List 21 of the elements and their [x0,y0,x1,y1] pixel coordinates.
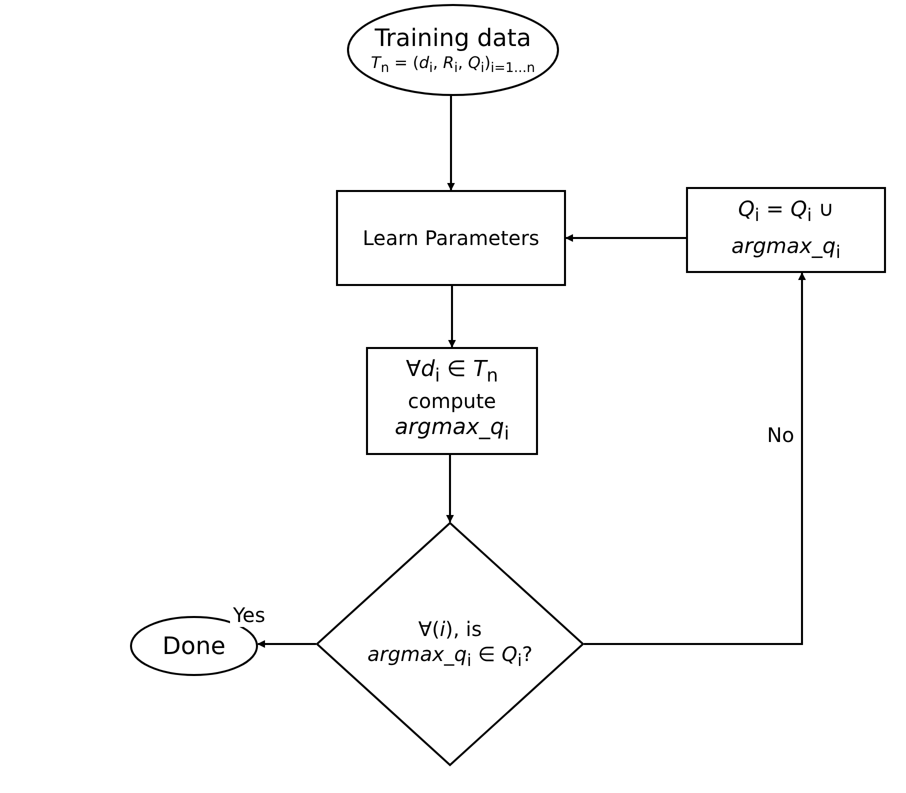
process-box [686,187,886,273]
process-box [336,190,566,286]
arrow [446,455,454,523]
arrow [257,640,316,648]
arrow [448,286,456,348]
node-heading: Training data [374,22,532,53]
node-text: T$_{n}$ = (d$_{i}$, R$_{i}$, Q$_{i}$)$_{i=1...n}$ [370,52,536,78]
node-text: Q$_{i}$ = Q$_{i}$ ∪ argmax_q$_{i}$ [730,196,842,266]
node-text: argmax_q$_{i}$ [394,414,510,446]
node-text: Done [162,631,226,661]
process-box [366,347,538,455]
node-text: Learn Parameters [362,226,540,250]
node-text: compute [408,388,496,414]
arrow [447,96,455,191]
node-heading: ∀(i), is [418,616,482,642]
start-ellipse [347,4,559,96]
arrow [584,272,806,645]
node-heading: ∀d$_{i}$ ∈ T$_{n}$ [406,356,498,388]
arrow [565,234,686,242]
decision-diamond [316,522,584,766]
node-text: argmax_q$_{i}$ ∈ Q$_{i}$? [367,642,533,672]
